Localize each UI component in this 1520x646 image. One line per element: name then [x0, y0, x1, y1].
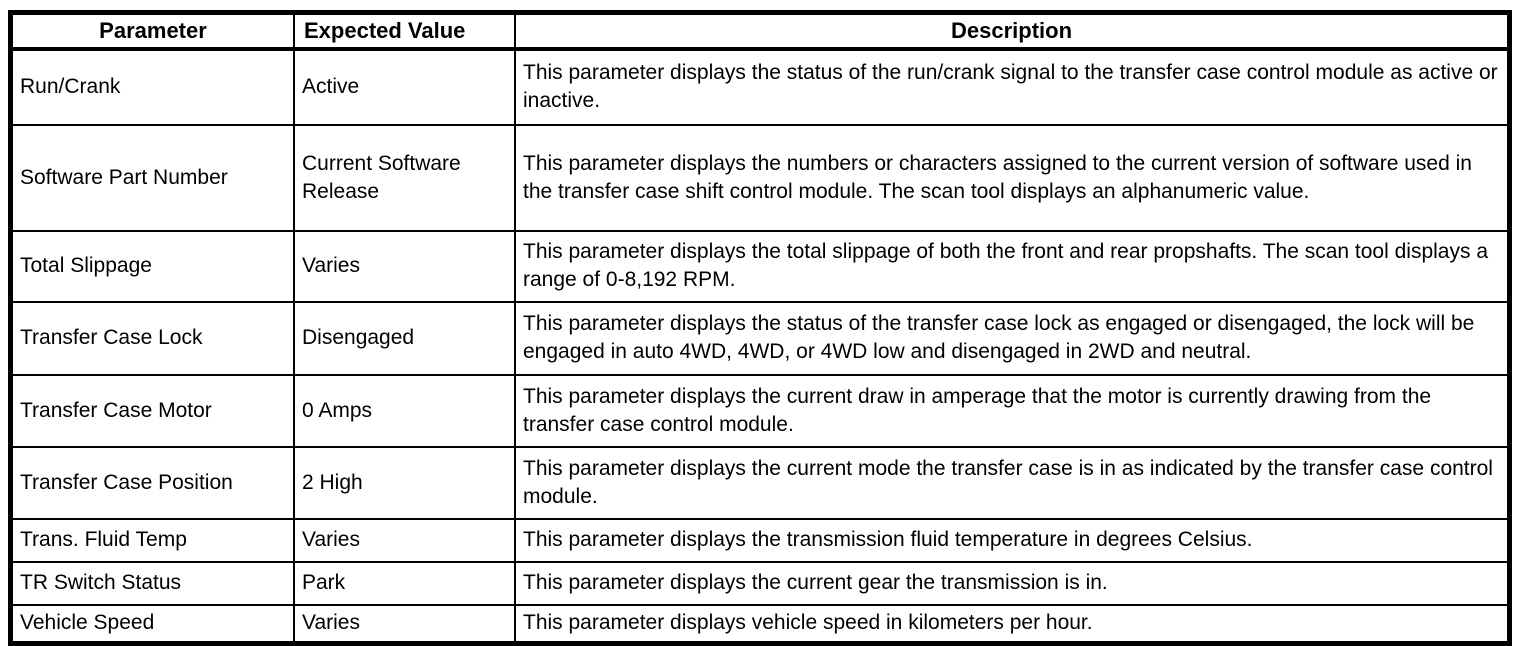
- cell-description: This parameter displays the status of th…: [514, 300, 1511, 376]
- column-header-expected-value: Expected Value: [293, 11, 516, 51]
- cell-parameter: Total Slippage: [9, 229, 295, 303]
- cell-description: This parameter displays the numbers or c…: [514, 123, 1511, 232]
- cell-parameter: Transfer Case Lock: [9, 300, 295, 376]
- cell-expected-value: 2 High: [293, 445, 516, 520]
- cell-parameter: TR Switch Status: [9, 560, 295, 606]
- column-header-parameter: Parameter: [9, 11, 295, 51]
- table-header-row: Parameter Expected Value Description: [9, 11, 1511, 51]
- cell-expected-value: Active: [293, 47, 516, 126]
- table-row: Run/Crank Active This parameter displays…: [9, 47, 1511, 126]
- cell-expected-value: Disengaged: [293, 300, 516, 376]
- cell-expected-value: Current Software Release: [293, 123, 516, 232]
- cell-parameter: Vehicle Speed: [9, 603, 295, 645]
- cell-parameter: Run/Crank: [9, 47, 295, 126]
- table-row: Total Slippage Varies This parameter dis…: [9, 229, 1511, 303]
- cell-expected-value: Varies: [293, 229, 516, 303]
- cell-parameter: Transfer Case Motor: [9, 373, 295, 448]
- table-row: Software Part Number Current Software Re…: [9, 123, 1511, 232]
- cell-parameter: Trans. Fluid Temp: [9, 517, 295, 563]
- cell-description: This parameter displays the total slippa…: [514, 229, 1511, 303]
- cell-description: This parameter displays the status of th…: [514, 47, 1511, 126]
- cell-parameter: Transfer Case Position: [9, 445, 295, 520]
- cell-expected-value: Varies: [293, 603, 516, 645]
- table-row: Transfer Case Lock Disengaged This param…: [9, 300, 1511, 376]
- cell-description: This parameter displays vehicle speed in…: [514, 603, 1511, 645]
- column-header-description: Description: [514, 11, 1511, 51]
- parameter-table: Parameter Expected Value Description Run…: [8, 10, 1512, 646]
- table-row: Vehicle Speed Varies This parameter disp…: [9, 603, 1511, 645]
- cell-parameter: Software Part Number: [9, 123, 295, 232]
- table-row: TR Switch Status Park This parameter dis…: [9, 560, 1511, 606]
- cell-description: This parameter displays the current gear…: [514, 560, 1511, 606]
- cell-expected-value: Varies: [293, 517, 516, 563]
- cell-expected-value: 0 Amps: [293, 373, 516, 448]
- cell-description: This parameter displays the current mode…: [514, 445, 1511, 520]
- cell-expected-value: Park: [293, 560, 516, 606]
- table-row: Trans. Fluid Temp Varies This parameter …: [9, 517, 1511, 563]
- table-row: Transfer Case Motor 0 Amps This paramete…: [9, 373, 1511, 448]
- table-row: Transfer Case Position 2 High This param…: [9, 445, 1511, 520]
- cell-description: This parameter displays the transmission…: [514, 517, 1511, 563]
- cell-description: This parameter displays the current draw…: [514, 373, 1511, 448]
